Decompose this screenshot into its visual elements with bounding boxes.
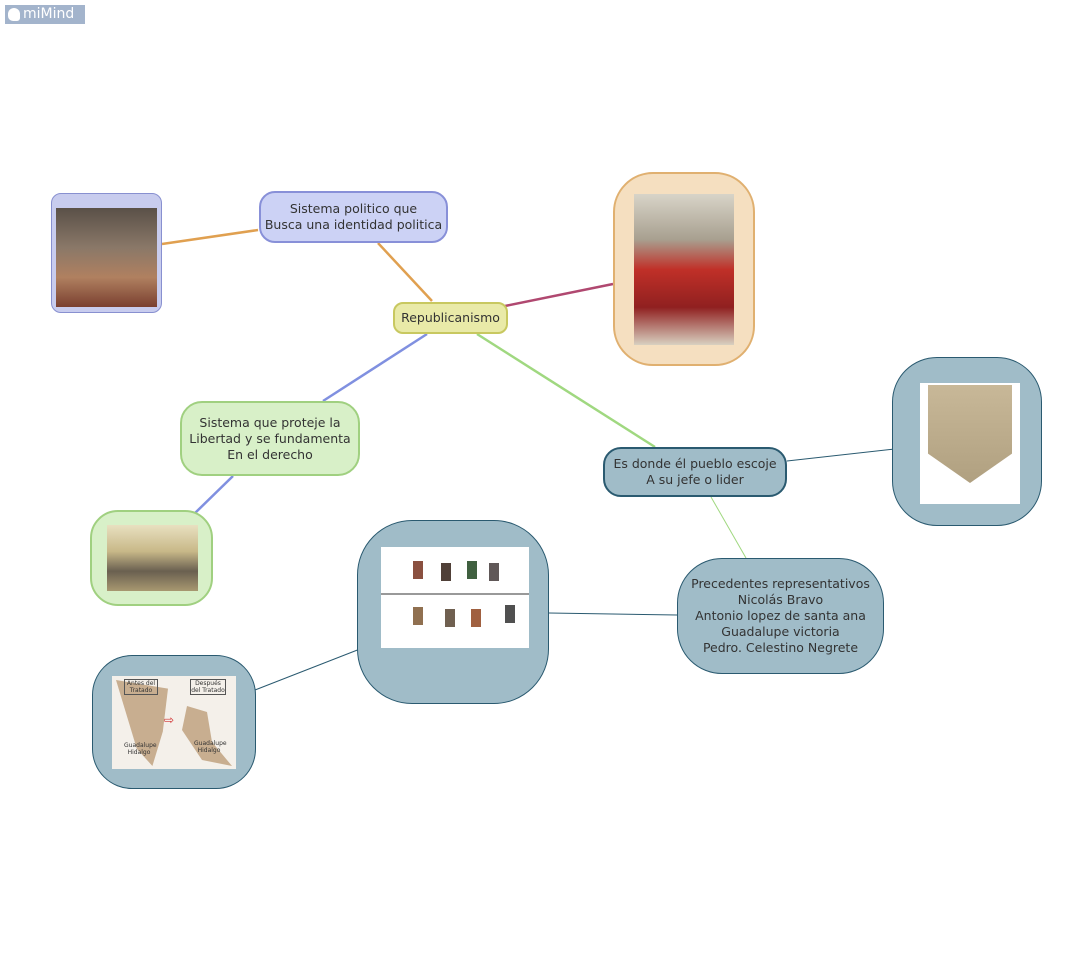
map-label-after: Después del Tratado xyxy=(190,679,226,695)
line-pueblo-banner xyxy=(786,448,896,462)
node-republicanismo[interactable]: Republicanismo xyxy=(393,302,508,334)
head-icon xyxy=(8,8,20,21)
independence-image xyxy=(107,525,198,591)
line-protege-image xyxy=(192,475,234,516)
line-center-politico xyxy=(377,242,433,302)
line-pueblo-precedentes xyxy=(710,496,747,559)
node-pueblo[interactable]: Es donde él pueblo escoje A su jefe o li… xyxy=(603,447,787,497)
arrow-right-icon: ⇨ xyxy=(164,713,175,727)
line-center-liberty-image xyxy=(504,282,614,308)
node-banner-image[interactable] xyxy=(892,357,1042,526)
node-timeline-image[interactable] xyxy=(357,520,549,704)
map-label-before: Antes del Tratado xyxy=(124,679,158,695)
mimind-logo: miMind xyxy=(5,5,85,24)
line-politico-image xyxy=(161,228,259,246)
map-label-place-2: Guadalupe Hidalgo xyxy=(194,740,227,754)
liberty-image xyxy=(634,194,734,345)
line-center-pueblo xyxy=(476,332,656,449)
node-painting-oath[interactable] xyxy=(51,193,162,313)
node-map-image[interactable]: ⇨ Antes del Tratado Después del Tratado … xyxy=(92,655,256,789)
line-precedentes-timeline xyxy=(548,612,678,616)
line-timeline-map xyxy=(254,648,361,691)
painting-image xyxy=(56,208,157,307)
timeline-image xyxy=(381,547,529,648)
node-independence-image[interactable] xyxy=(90,510,213,606)
map-image: ⇨ Antes del Tratado Después del Tratado … xyxy=(112,676,236,769)
node-liberty-image[interactable] xyxy=(613,172,755,366)
banner-image xyxy=(920,383,1020,504)
line-center-protege xyxy=(322,332,428,403)
map-label-place-1: Guadalupe Hidalgo xyxy=(124,742,157,756)
node-sistema-protege[interactable]: Sistema que proteje la Libertad y se fun… xyxy=(180,401,360,476)
node-precedentes[interactable]: Precedentes representativos Nicolás Brav… xyxy=(677,558,884,674)
node-sistema-politico[interactable]: Sistema politico que Busca una identidad… xyxy=(259,191,448,243)
